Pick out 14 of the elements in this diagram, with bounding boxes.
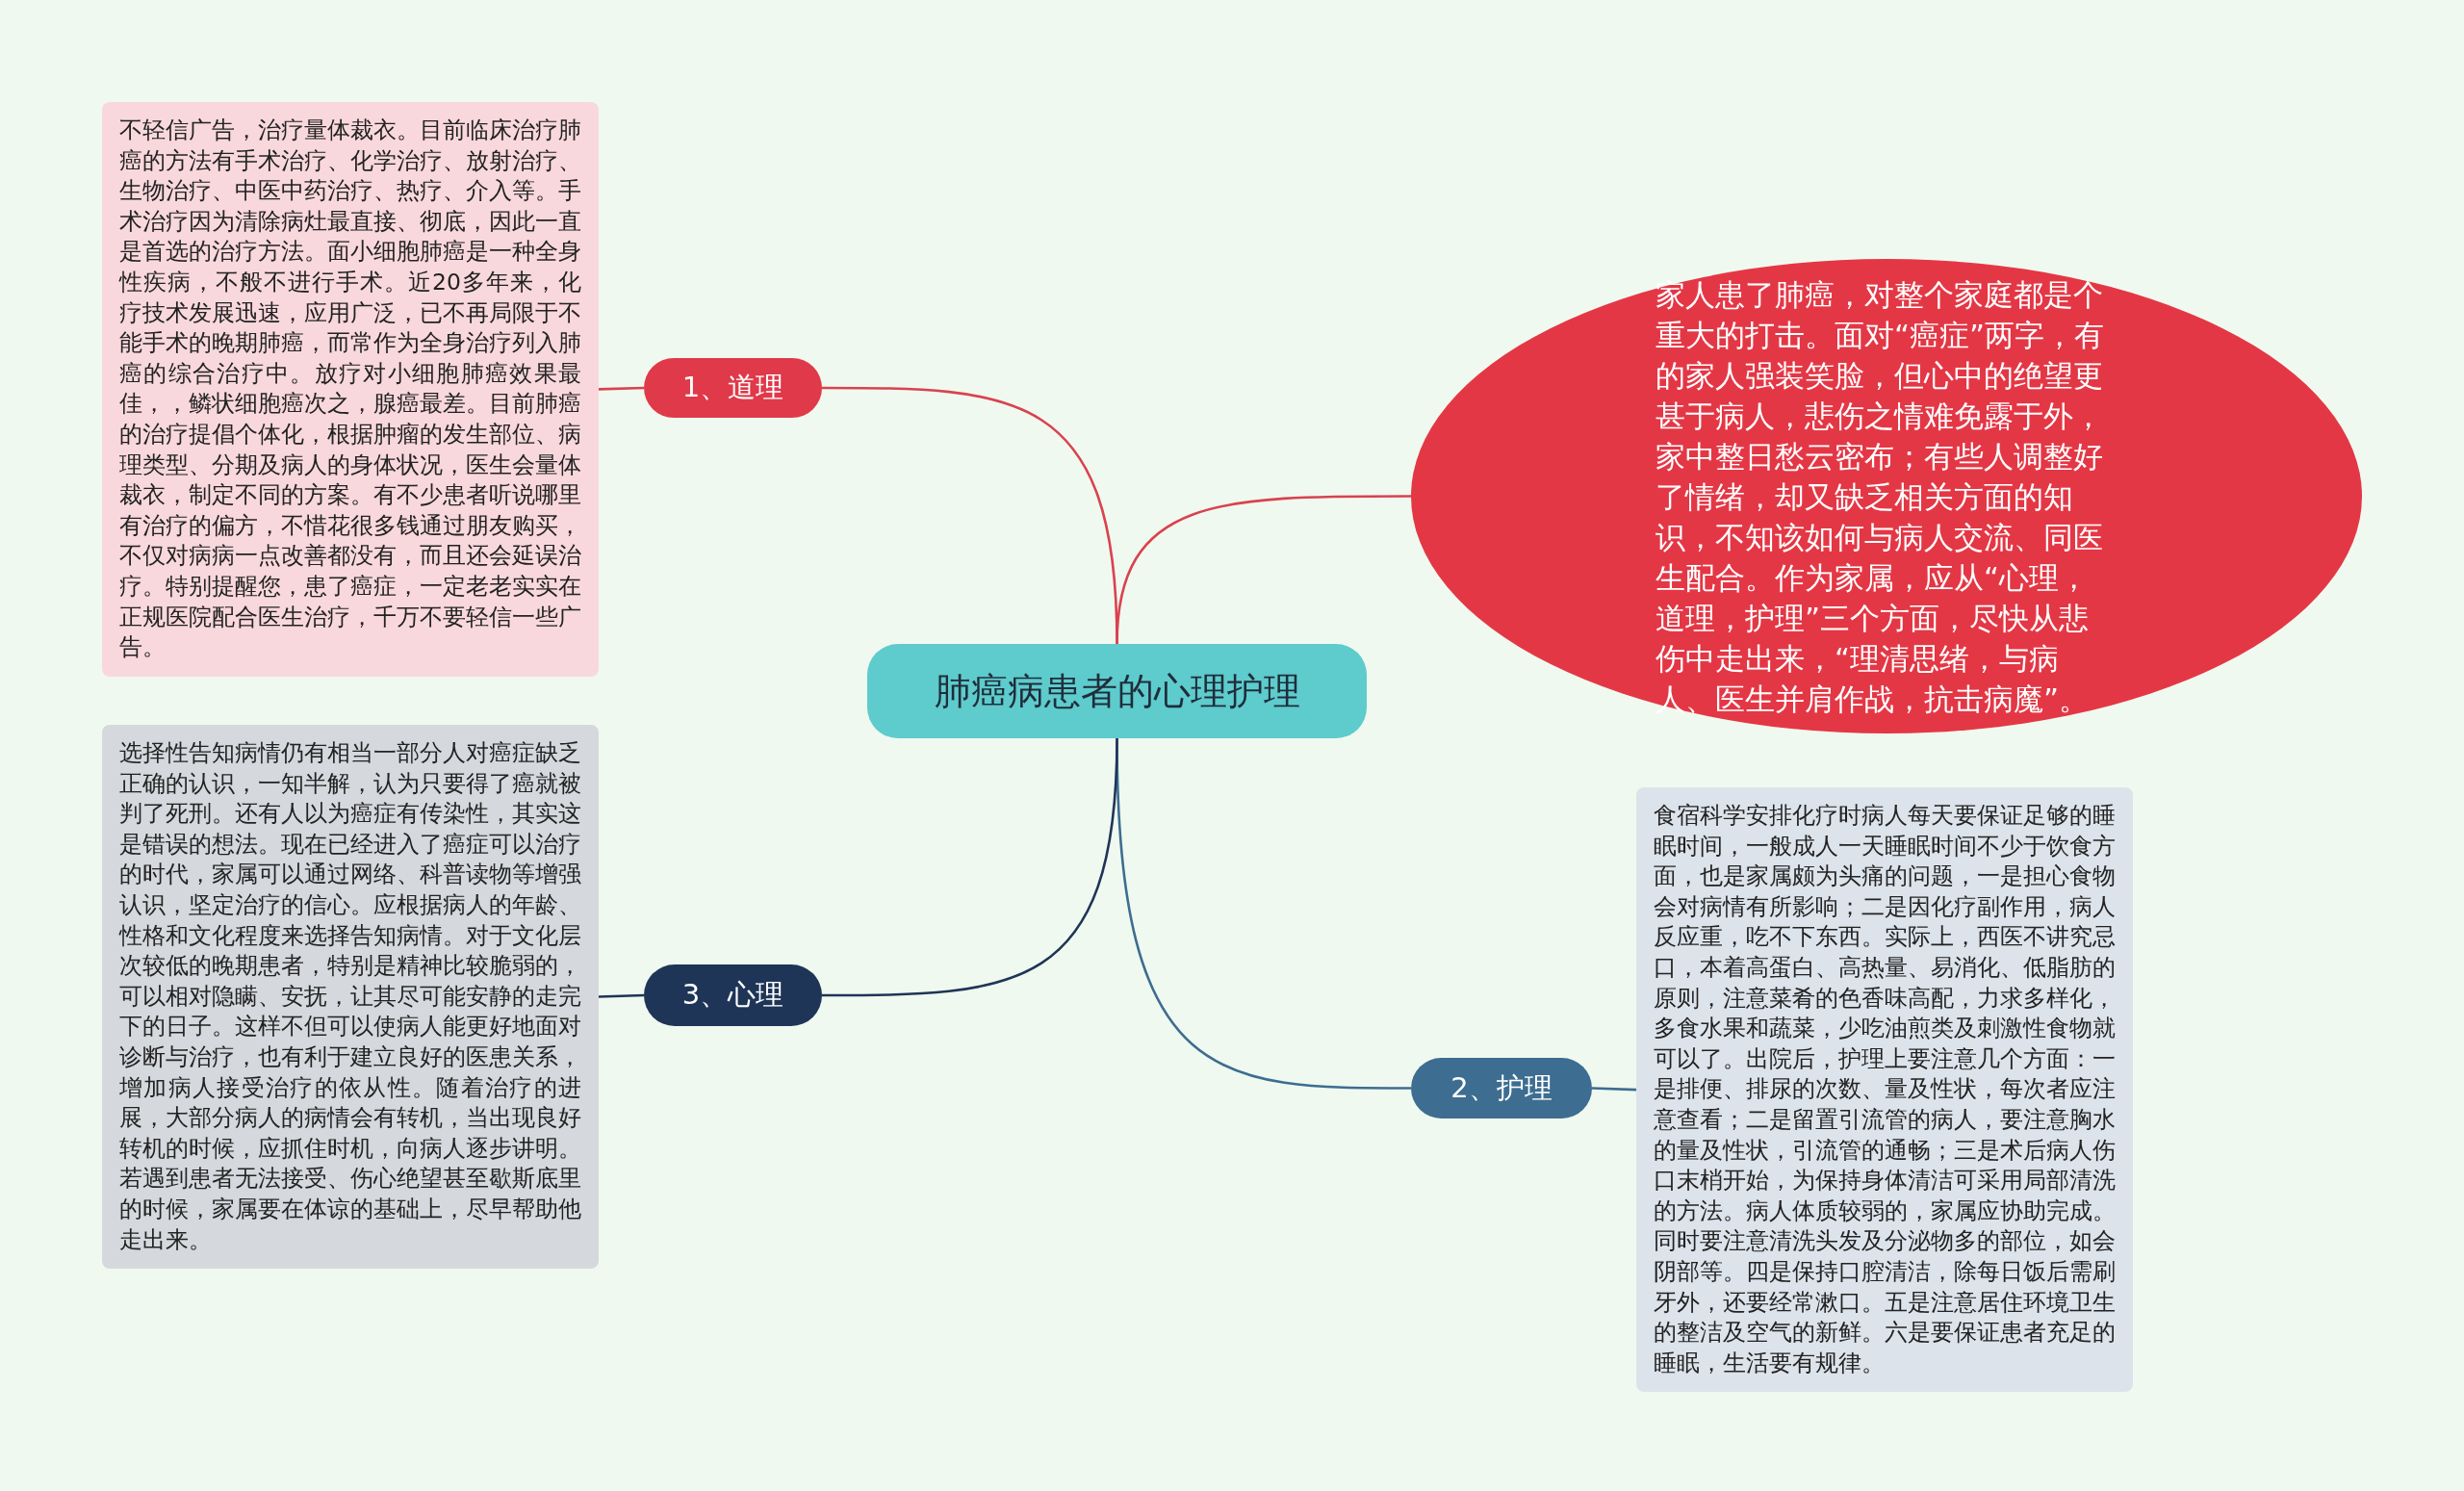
connector-line [598, 993, 645, 998]
topic-label: 肺癌病患者的心理护理 [934, 668, 1300, 714]
connector-line [598, 386, 645, 391]
paragraph-text: 食宿科学安排化疗时病人每天要保证足够的睡眠时间，一般成人一天睡眠时间不少于饮食方面，也是家属颇为头痛的问题，一是担心食物会对病情有所影响；二是因化疗副作用，病人反应重，吃不下东西。实际上，西医不讲究忌口，本着高蛋白、高热量、易消化、低脂肪的原则，注意菜肴的色香味高配，力求多样化，多食水果和蔬菜，少吃油煎类及刺激性食物就可以了。出院后，护理上要注意几个方面：一是排便、排尿的次数、量及性状，每次者应注意查看；二是留置引流管的病人，要注意胸水的量及性状，引流管的通畅；三是术后病人伤口末梢开始，为保持身体清洁可采用局部清洗的方法。病人体质较弱的，家属应协助完成。同时要注意清洗头发及分泌物多的部位，如会阴部等。四是保持口腔清洁，除每日饭后需刷牙外，还要经常漱口。五是注意居住环境卫生的整洁及空气的新鲜。六是要保证患者充足的睡眠，生活要有规律。 [1654, 802, 2116, 1376]
topic-label: 2、护理 [1450, 1069, 1553, 1106]
central-topic [867, 644, 1367, 738]
topic-label: 3、心理 [681, 977, 784, 1013]
connector-line [1591, 1087, 1637, 1092]
paragraph-text: 不轻信广告，治疗量体裁衣。目前临床治疗肺癌的方法有手术治疗、化学治疗、放射治疗、生物治疗、中医中药治疗、热疗、介入等。手术治疗因为清除病灶最直接、彻底，因此一直是首选的治疗方法。面小细胞肺癌是一种全身性疾病，不般不进行手术。近20多年来，化疗技术发展迅速，应用广泛，已不再局限于不能手术的晚期肺癌，而常作为全身治疗列入肺癌的综合治疗中。放疗对小细胞肺癌效果最佳，，鳞状细胞癌次之，腺癌最差。目前肺癌的治疗提倡个体化，根据肿瘤的发生部位、病理类型、分期及病人的身体状况，医生会量体裁衣，制定不同的方案。有不少患者听说哪里有治疗的偏方，不惜花很多钱通过朋友购买，不仅对病病一点改善都没有，而且还会延误治疗。特别提醒您，患了癌症，一定老老实实在正规医院配合医生治疗，千万不要轻信一些广告。 [119, 116, 581, 661]
paragraph-text: 选择性告知病情仍有相当一部分人对癌症缺乏正确的认识，一知半解，认为只要得了癌就被判了死刑。还有人以为癌症有传染性，其实这是错误的想法。现在已经进入了癌症可以治疗的时代，家属可以通过网络、科普读物等增强认识，坚定治疗的信心。应根据病人的年龄、性格和文化程度来选择告知病情。对于文化层次较低的晚期患者，特别是精神比较脆弱的，可以相对隐瞒、安抚，让其尽可能安静的走完下的日子。这样不但可以使病人能更好地面对诊断与治疗，也有利于建立良好的医患关系，增加病人接受治疗的依从性。随着治疗的进展，大部分病人的病情会有转机，当出现良好转机的时候，应抓住时机，向病人逐步讲明。若遇到患者无法接受、伤心绝望甚至歇斯底里的时候，家属要在体谅的基础上，尽早帮助他走出来。 [119, 739, 581, 1253]
connector-line [822, 737, 1118, 997]
paragraph-text: 家人患了肺癌，对整个家庭都是个重大的打击。面对“癌症”两字，有的家人强装笑脸，但心中的绝望更甚于病人，悲伤之情难免露于外，家中整日愁云密布；有些人调整好了情绪，却又缺乏相关方面的知识，不知该如何与病人交流、同医生配合。作为家属，应从“心理，道理，护理”三个方面，尽快从悲伤中走出来，“理清思绪，与病人、医生并肩作战，抗击病魔”。 [1656, 275, 2106, 718]
connector-line [1116, 495, 1411, 645]
topic-label: 1、道理 [681, 370, 784, 405]
